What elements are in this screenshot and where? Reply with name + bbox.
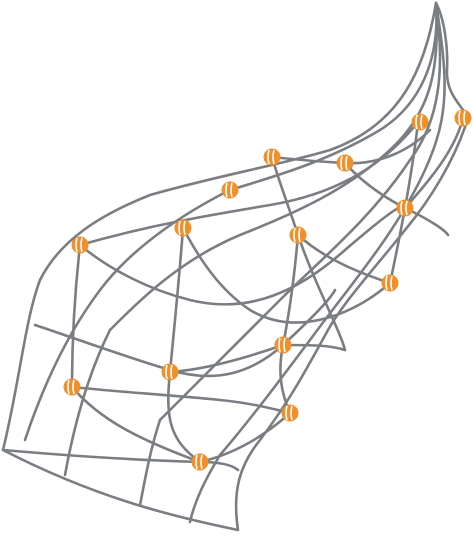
- net-float: [63, 378, 81, 396]
- net-line: [218, 1, 446, 457]
- net-float: [221, 181, 239, 199]
- net-float: [336, 154, 354, 172]
- net-float: [191, 453, 209, 471]
- net-float: [174, 219, 192, 237]
- net-float: [281, 404, 299, 422]
- net-float: [411, 113, 429, 131]
- net-line: [78, 205, 407, 306]
- net-line: [23, 188, 232, 442]
- net-line: [108, 1, 439, 332]
- net-outline: [1, 1, 470, 532]
- net-line: [167, 226, 202, 464]
- net-line: [158, 1, 442, 422]
- net-mesh: [1, 1, 470, 532]
- net-float: [289, 226, 307, 244]
- net-line: [1, 448, 240, 472]
- net-line: [70, 385, 202, 464]
- net-line: [181, 226, 392, 324]
- net-float: [396, 199, 414, 217]
- net-float: [71, 236, 89, 254]
- net-line: [33, 288, 337, 378]
- net-float: [381, 274, 399, 292]
- net-line: [228, 1, 438, 192]
- net-float: [161, 363, 179, 381]
- net-line: [168, 343, 285, 374]
- net-float: [263, 148, 281, 166]
- net-float: [274, 336, 292, 354]
- net-floats: [63, 109, 472, 471]
- net-line: [296, 233, 392, 285]
- net-line: [70, 385, 292, 415]
- net-line: [70, 243, 82, 389]
- net-line: [138, 418, 162, 507]
- net-line: [281, 343, 347, 352]
- net-line: [403, 116, 465, 210]
- net-float: [454, 109, 472, 127]
- net-line: [198, 411, 292, 464]
